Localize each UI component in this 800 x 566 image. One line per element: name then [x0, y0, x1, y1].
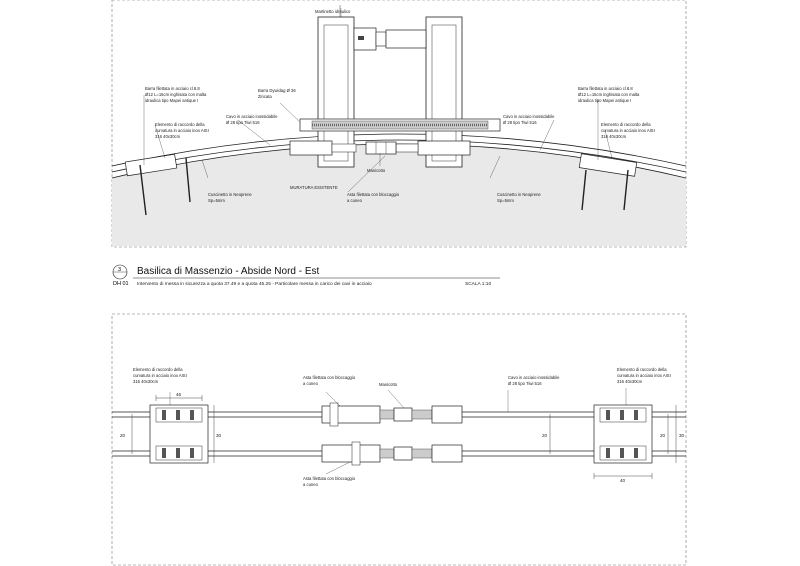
drawing-number: 3: [118, 267, 121, 273]
plan-dimension-lines: [131, 395, 677, 479]
dywidag-bar: [299, 118, 501, 132]
plan-right-bracket: [593, 404, 653, 464]
drawing-title: Basilica di Massenzio - Abside Nord - Es…: [137, 266, 320, 277]
plan-label-curvature-element-right: Elemento di raccordo della curvatura in …: [617, 367, 672, 384]
sheet-code: DH 01: [113, 281, 129, 287]
plan-view: Elemento di raccordo della curvatura in …: [111, 313, 687, 566]
label-cable-left: Cavo in acciaio inossidabile Ø 28 tipo T…: [226, 114, 279, 125]
sleeve-coupling: [365, 141, 397, 155]
left-curvature-bracket: [124, 153, 191, 216]
dim-20-right: 20: [660, 433, 666, 438]
label-threaded-bar-right: Barra filettata in acciaio cl.8.8 Ø12 L=…: [578, 86, 641, 103]
plan-label-curvature-element-left: Elemento di raccordo della curvatura in …: [133, 367, 188, 384]
leader-lines: [143, 8, 613, 193]
label-threaded-bar-left: Barra filettata in acciaio cl.8.8 Ø12 L=…: [145, 86, 208, 103]
title-block: 3 DH 01 Basilica di Massenzio - Abside N…: [112, 264, 500, 287]
label-existing-masonry: MURATURA ESISTENTE: [290, 185, 338, 190]
drawing-scale: SCALA 1:10: [465, 281, 491, 287]
plan-label-threaded-rod-bottom: Asta filettata con bloccaggio a cuneo: [303, 476, 356, 487]
plan-coupling-top: [321, 402, 463, 427]
plan-view-frame: [111, 313, 687, 566]
dim-20-mid: 20: [542, 433, 548, 438]
steel-cable-upper: [111, 133, 687, 167]
label-dywidag-bar: Barra Dywidag Ø 36 Zincata: [258, 88, 297, 99]
drawing-subtitle: Intervento di messa in sicurezza a quota…: [137, 281, 372, 287]
label-neoprene-left: Cuscinetto in Neoprene Sp=5mm: [208, 192, 253, 203]
dim-30-right: 30: [679, 433, 685, 438]
dim-30-left: 30: [216, 433, 222, 438]
cable-clamps: [289, 140, 471, 156]
plan-left-bracket: [149, 404, 209, 464]
section-view: Martinetto idraulico Barra Dywidag Ø 36 …: [111, 0, 687, 248]
section-view-frame: [111, 0, 687, 248]
label-hydraulic-jack: Martinetto idraulico: [315, 9, 351, 14]
plan-coupling-bottom: [321, 441, 463, 466]
label-cable-right: Cavo in acciaio inossidabile Ø 28 tipo T…: [503, 114, 556, 125]
label-curvature-element-right: Elemento di raccordo della curvatura in …: [601, 122, 656, 139]
plan-leader-lines: [169, 388, 627, 475]
existing-masonry: [112, 144, 686, 246]
label-sleeve: Manicotto: [367, 168, 386, 173]
dim-20-left: 20: [120, 433, 126, 438]
dim-46: 46: [176, 392, 182, 397]
label-threaded-rod: Asta filettata con bloccaggio a cuneo: [347, 192, 400, 203]
plan-label-cable: Cavo in acciaio inossidabile Ø 28 tipo T…: [508, 375, 561, 386]
right-curvature-bracket: [578, 153, 638, 211]
steel-cable-lower: [111, 139, 687, 173]
dim-40: 40: [620, 478, 626, 483]
plan-label-sleeve: Manicotto: [379, 382, 398, 387]
label-neoprene-right: Cuscinetto in Neoprene Sp=5mm: [497, 192, 542, 203]
label-curvature-element-left: Elemento di raccordo della curvatura in …: [155, 122, 210, 139]
plan-label-threaded-rod-top: Asta filettata con bloccaggio a cuneo: [303, 375, 356, 386]
